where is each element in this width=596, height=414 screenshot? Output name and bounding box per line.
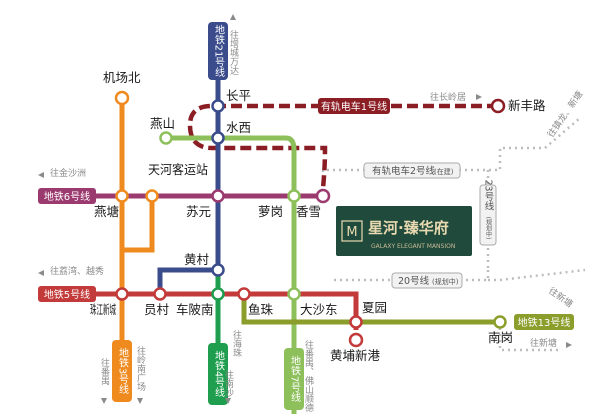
station-shuixi-label: 水西 bbox=[226, 120, 251, 135]
tram-south-route bbox=[498, 322, 560, 352]
project-card[interactable]: M 星河·臻华府 GALAXY ELEGANT MANSION bbox=[336, 206, 472, 256]
station-huangcun-label: 黄村 bbox=[184, 252, 210, 267]
station-zhujiang-label: 珠江新城 bbox=[90, 302, 116, 317]
station-luogang-label: 萝岗 bbox=[258, 204, 283, 219]
line13-tag: 地铁13号线 bbox=[514, 314, 574, 330]
station-xiayuan-marker[interactable] bbox=[349, 315, 363, 329]
station-nangang-marker[interactable] bbox=[493, 315, 507, 329]
tram1-route bbox=[187, 103, 498, 189]
dir-panyu-foshan: 往番禺、佛山顺德 bbox=[303, 339, 314, 413]
svg-text:有轨电车2号线: 有轨电车2号线 bbox=[372, 165, 436, 177]
arrow-left-jinshazhou-icon bbox=[38, 172, 44, 178]
station-xiangxue-marker[interactable] bbox=[315, 188, 331, 204]
station-huangcun-marker[interactable] bbox=[211, 263, 225, 277]
line20-east-route bbox=[488, 268, 586, 282]
svg-text:23号线: 23号线 bbox=[483, 179, 495, 210]
line3-tag: 地铁3号线 bbox=[112, 340, 132, 402]
line23-tag: 23号线 (规划中) bbox=[479, 179, 497, 246]
svg-text:地铁4号线: 地铁4号线 bbox=[213, 350, 225, 398]
line7-route bbox=[166, 135, 297, 414]
line13-route bbox=[241, 294, 500, 325]
svg-text:地铁3号线: 地铁3号线 bbox=[117, 347, 129, 395]
station-markers bbox=[114, 90, 507, 348]
line21-tag: 地铁21号线 bbox=[208, 22, 228, 80]
project-subtitle: GALAXY ELEGANT MANSION bbox=[371, 243, 455, 250]
svg-text:(规划中): (规划中) bbox=[485, 217, 492, 240]
svg-text:地铁6号线: 地铁6号线 bbox=[44, 190, 90, 203]
dir-zengcheng: 往增城万达 bbox=[228, 29, 239, 75]
station-xiangxue-label: 香雪 bbox=[296, 204, 321, 219]
station-jichangbei-label: 机场北 bbox=[103, 70, 141, 85]
dir-nansha: 往南沙 bbox=[223, 369, 234, 397]
arrow-right-xintang-icon bbox=[566, 342, 572, 348]
line20-tag: 20号线 (规划中) bbox=[391, 272, 463, 289]
project-logo-icon: M bbox=[346, 225, 357, 240]
station-xiayuan-label: 夏园 bbox=[362, 300, 387, 315]
station-huangpu-marker[interactable] bbox=[348, 332, 364, 348]
arrow-down-lingnan-icon bbox=[137, 398, 143, 404]
project-name: 星河·臻华府 bbox=[368, 219, 449, 237]
arrow-down-panyu-icon bbox=[101, 398, 107, 404]
station-dashadong-marker[interactable] bbox=[287, 287, 301, 301]
line7-tag: 地铁7号线 bbox=[284, 348, 304, 410]
line20-route bbox=[330, 270, 490, 282]
svg-text:地铁21号线: 地铁21号线 bbox=[213, 23, 225, 77]
dir-shilong: 往新塘 bbox=[546, 285, 575, 310]
station-suyuan-marker[interactable] bbox=[211, 189, 225, 203]
dir-jinshazhou: 往金沙洲 bbox=[50, 167, 86, 179]
tram2-route bbox=[321, 117, 581, 178]
station-jichangbei-marker[interactable] bbox=[114, 90, 130, 106]
dir-lingnan: 往岭南广场 bbox=[135, 345, 146, 392]
line6-tag: 地铁6号线 bbox=[38, 188, 96, 204]
dir-panyu-3: 往番禺 bbox=[99, 357, 110, 385]
station-chebeinan-marker[interactable] bbox=[211, 287, 225, 301]
dir-haizhu: 往海珠 bbox=[231, 329, 242, 358]
dir-xintang: 往新塘 bbox=[530, 337, 557, 349]
arrow-down-nansha-icon bbox=[225, 398, 231, 404]
station-suyuan-label: 苏元 bbox=[186, 204, 211, 219]
tram1-tag: 有轨电车1号线 bbox=[318, 98, 390, 114]
station-luogang-marker[interactable] bbox=[287, 189, 301, 203]
station-changping-label: 长平 bbox=[226, 88, 251, 103]
station-shuixi-marker[interactable] bbox=[211, 131, 225, 145]
line5-tag: 地铁5号线 bbox=[38, 286, 96, 302]
station-chebeinan-label: 车陂南 bbox=[176, 302, 214, 317]
station-tianhe-marker[interactable] bbox=[145, 189, 159, 203]
station-dashadong-label: 大沙东 bbox=[300, 302, 338, 317]
station-yantang-label: 燕塘 bbox=[94, 204, 119, 219]
tram2-tag: 有轨电车2号线 (在建) bbox=[363, 162, 461, 179]
station-yuzhu-label: 鱼珠 bbox=[248, 302, 274, 317]
line4-tag: 地铁4号线 bbox=[208, 343, 228, 405]
station-yuancun-marker[interactable] bbox=[153, 287, 167, 301]
station-yantang-marker[interactable] bbox=[115, 189, 129, 203]
arrow-up-zengcheng-icon bbox=[230, 14, 236, 20]
arrow-left-lixiang-icon bbox=[38, 270, 44, 276]
dir-changling: 往长岭居 bbox=[430, 91, 466, 103]
station-yuancun-label: 员村 bbox=[144, 302, 170, 317]
svg-text:(规划中): (规划中) bbox=[432, 277, 459, 286]
svg-text:地铁13号线: 地铁13号线 bbox=[518, 316, 571, 329]
arrow-right-changling-icon bbox=[476, 94, 482, 100]
station-huangpu-label: 黄埔新港 bbox=[330, 348, 381, 363]
station-tianhe-label: 天河客运站 bbox=[148, 162, 208, 177]
station-yanshan-label: 燕山 bbox=[150, 116, 175, 131]
station-zhujiang-marker[interactable] bbox=[115, 287, 129, 301]
station-yanshan-marker[interactable] bbox=[159, 131, 173, 145]
svg-text:地铁7号线: 地铁7号线 bbox=[289, 355, 301, 403]
station-changping-marker[interactable] bbox=[211, 99, 225, 113]
station-nangang-label: 南岗 bbox=[488, 330, 513, 345]
station-xinfenglu-marker[interactable] bbox=[490, 98, 506, 114]
svg-text:(在建): (在建) bbox=[434, 167, 454, 176]
station-xinfenglu-label: 新丰路 bbox=[508, 98, 546, 113]
station-yuzhu-marker[interactable] bbox=[237, 287, 251, 301]
line21-branch bbox=[157, 267, 218, 294]
svg-text:地铁5号线: 地铁5号线 bbox=[44, 288, 90, 301]
dir-lixiang: 往荔湾、越秀 bbox=[50, 265, 104, 277]
svg-text:有轨电车1号线: 有轨电车1号线 bbox=[321, 100, 387, 113]
svg-text:20号线: 20号线 bbox=[398, 275, 430, 287]
